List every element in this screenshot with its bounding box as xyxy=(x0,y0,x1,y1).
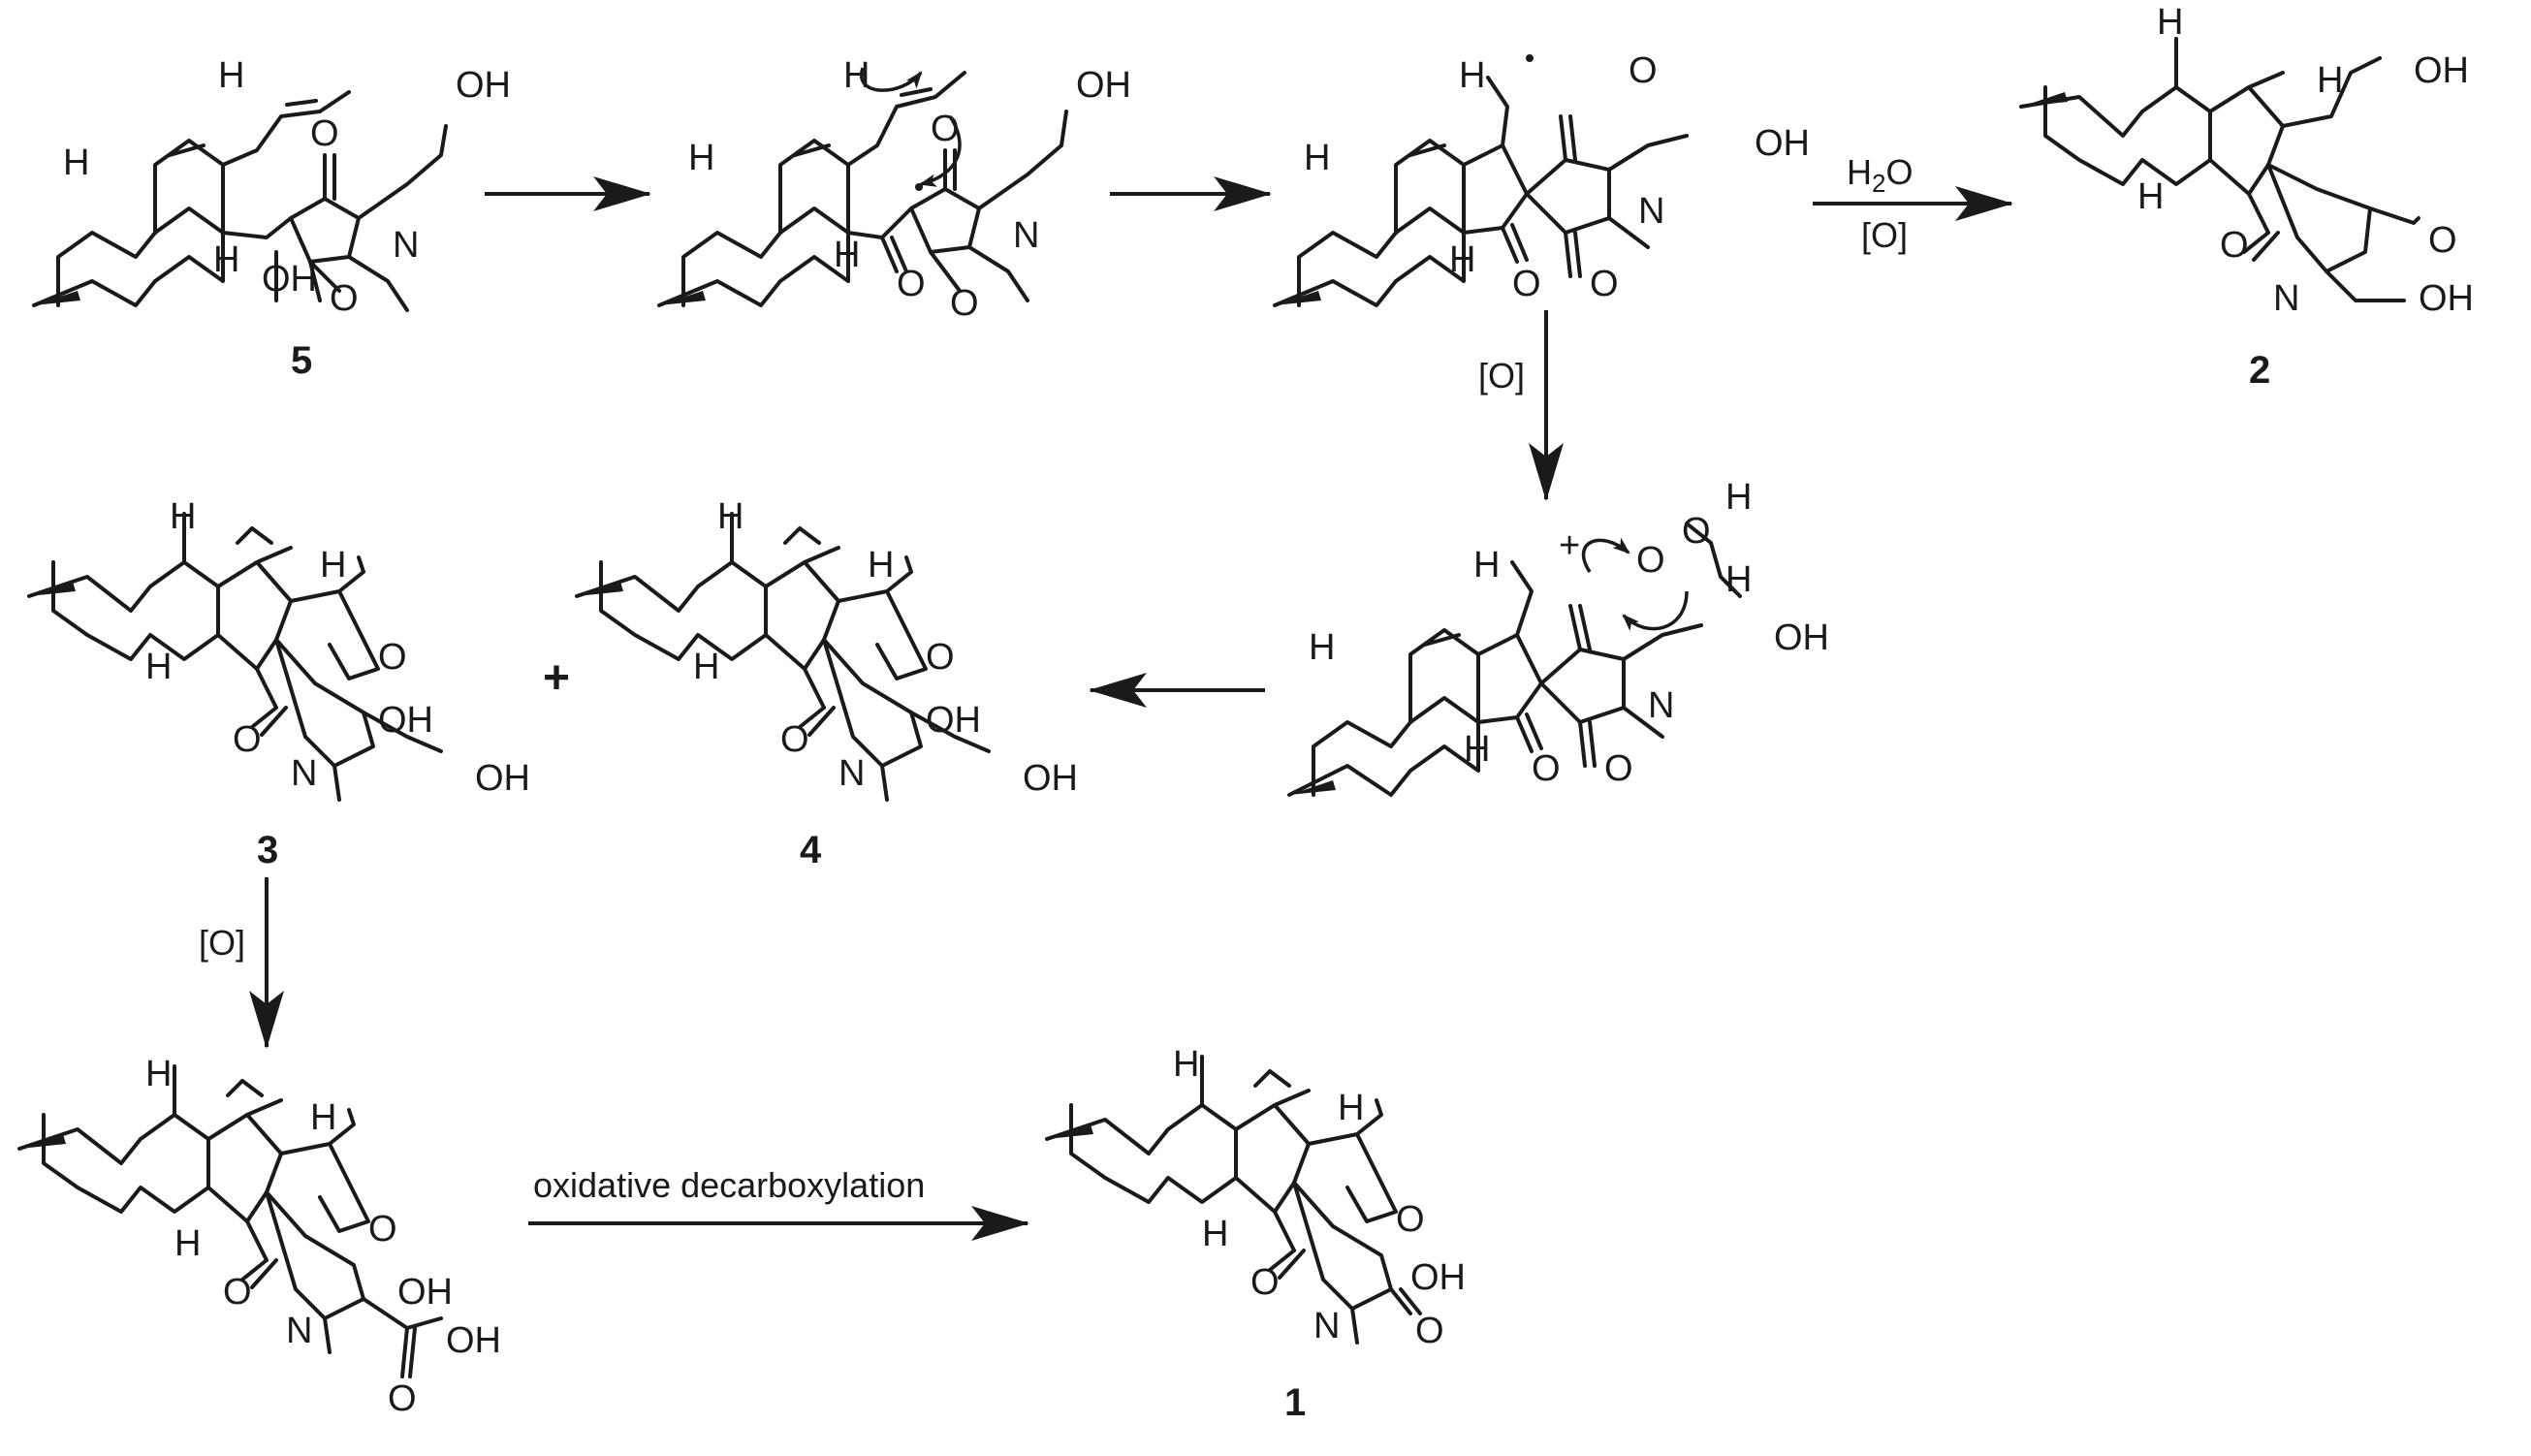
atom-h: H xyxy=(2137,176,2164,217)
structure-spiro-radical: H H H O O OH N O xyxy=(1273,50,1810,307)
structure-compound-2: H H H OH O O N OH 2 xyxy=(2019,2,2474,392)
condition-oxidation: [O] xyxy=(199,923,245,963)
atom-plus-charge: + xyxy=(1559,525,1580,566)
atom-o: O xyxy=(233,719,262,760)
atom-n: N xyxy=(838,753,865,794)
plus-sign: + xyxy=(543,652,570,704)
atom-oh: OH xyxy=(397,1272,453,1313)
atom-oh: OH xyxy=(1410,1257,1466,1298)
atom-n: N xyxy=(1638,191,1664,232)
atom-h: H xyxy=(145,1054,172,1094)
atom-n: N xyxy=(2273,278,2299,319)
compound-label-5: 5 xyxy=(291,339,312,382)
atom-oh: OH xyxy=(475,758,530,799)
atom-oh: OH xyxy=(1755,123,1810,164)
atom-h: H xyxy=(2317,60,2343,101)
structure-compound-5: H H H OH O N O OH 5 xyxy=(32,55,511,382)
atom-o: O xyxy=(368,1209,397,1250)
atom-o: O xyxy=(1636,540,1665,581)
atom-h: H xyxy=(1173,1044,1199,1085)
atom-o: O xyxy=(897,264,926,304)
atom-h: H xyxy=(1202,1214,1228,1254)
atom-o: O xyxy=(1415,1311,1444,1351)
atom-h: H xyxy=(213,239,239,280)
atom-h: H xyxy=(1459,55,1485,96)
atom-h: H xyxy=(1309,627,1335,668)
structure-compound-3: H H H O OH O N OH 3 xyxy=(27,496,530,871)
compound-label-4: 4 xyxy=(800,829,822,871)
atom-oh: OH xyxy=(378,700,433,741)
atom-oh: OH xyxy=(2414,50,2469,91)
atom-oh: OH xyxy=(1076,65,1131,106)
atom-o: O xyxy=(310,113,339,154)
atom-h: H xyxy=(320,545,346,586)
atom-o: O xyxy=(1512,264,1541,304)
atom-h: H xyxy=(1338,1088,1364,1128)
atom-h: H xyxy=(834,235,860,275)
atom-oh: OH xyxy=(262,259,317,300)
atom-h: H xyxy=(310,1097,336,1138)
atom-o: O xyxy=(1250,1262,1280,1303)
atom-h: H xyxy=(688,138,714,178)
compound-label-2: 2 xyxy=(2249,349,2270,392)
atom-n: N xyxy=(1013,215,1039,256)
atom-h: H xyxy=(717,496,743,537)
atom-oh: OH xyxy=(1023,758,1078,799)
atom-oh: OH xyxy=(446,1320,501,1361)
atom-oh: OH xyxy=(926,700,981,741)
compound-label-3: 3 xyxy=(257,829,278,871)
atom-h: H xyxy=(1449,239,1475,280)
atom-h: H xyxy=(1725,477,1752,518)
atom-h: H xyxy=(693,647,719,687)
atom-h: H xyxy=(1464,729,1490,770)
atom-o: O xyxy=(2428,220,2457,261)
atom-o: O xyxy=(950,283,979,324)
atom-o: O xyxy=(1629,50,1658,91)
condition-h2o: H2O xyxy=(1847,152,1913,198)
atom-n: N xyxy=(291,753,317,794)
atom-o: O xyxy=(223,1272,252,1313)
atom-h: H xyxy=(843,55,870,96)
atom-h: H xyxy=(145,647,172,687)
condition-oxidation: [O] xyxy=(1478,356,1525,396)
atom-n: N xyxy=(393,225,419,266)
atom-oh: OH xyxy=(456,65,511,106)
atom-o: O xyxy=(1604,748,1633,789)
atom-o: O xyxy=(388,1378,417,1419)
atom-o: O xyxy=(926,637,955,678)
atom-o: O xyxy=(1532,748,1561,789)
atom-o: O xyxy=(780,719,809,760)
atom-n: N xyxy=(1313,1306,1340,1346)
structure-compound-4: H H H O OH O N OH 4 xyxy=(575,496,1078,871)
atom-o: O xyxy=(330,278,359,319)
atom-h: H xyxy=(174,1223,201,1264)
atom-n: N xyxy=(1648,685,1674,726)
compound-label-1: 1 xyxy=(1284,1381,1306,1424)
atom-oh: OH xyxy=(2419,278,2474,319)
condition-oxidation: [O] xyxy=(1861,215,1908,255)
atom-h: H xyxy=(1725,559,1752,600)
atom-n: N xyxy=(286,1311,312,1351)
atom-o: O xyxy=(2220,225,2249,266)
atom-o: O xyxy=(1590,264,1619,304)
structure-compound-1: H H H O OH O N O 1 xyxy=(1045,1044,1466,1424)
atom-h: H xyxy=(2157,2,2183,43)
atom-o: O xyxy=(1682,511,1711,552)
atom-o: O xyxy=(1396,1199,1425,1240)
atom-o: O xyxy=(378,637,407,678)
structure-cation-intermediate: H H H + O O H H OH N O O xyxy=(1287,477,1829,797)
atom-h: H xyxy=(63,142,89,183)
structure-radical-intermediate: H H H O O N O OH xyxy=(657,55,1131,324)
structure-carboxylic-acid: H H H O OH O N OH O xyxy=(17,1054,501,1419)
condition-oxidative-decarboxylation: oxidative decarboxylation xyxy=(533,1165,925,1205)
atom-h: H xyxy=(218,55,244,96)
atom-o: O xyxy=(931,109,960,149)
atom-h: H xyxy=(1304,138,1330,178)
atom-h: H xyxy=(1473,545,1500,586)
atom-h: H xyxy=(170,496,196,537)
atom-oh: OH xyxy=(1774,617,1829,658)
atom-h: H xyxy=(868,545,894,586)
